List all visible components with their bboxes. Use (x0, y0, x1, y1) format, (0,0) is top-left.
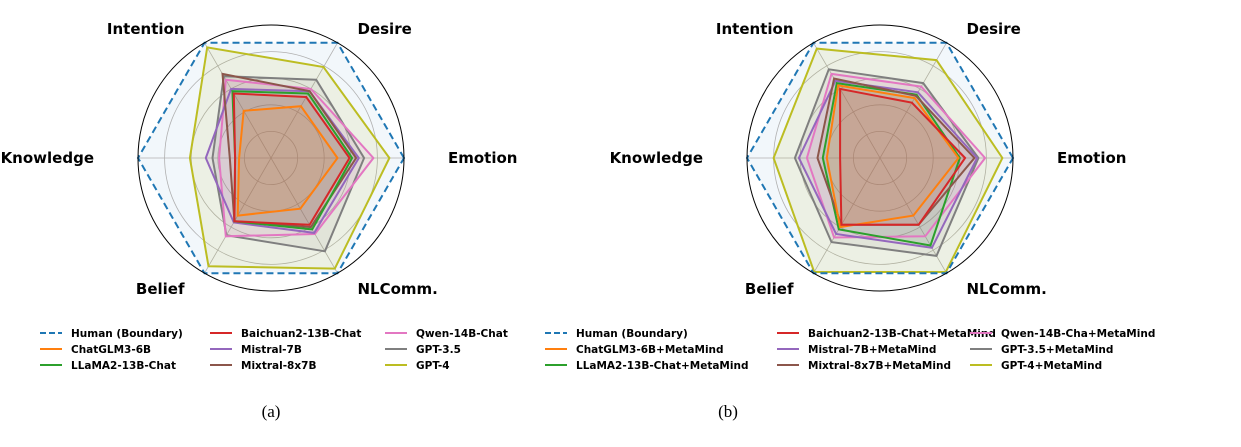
legend-label: Mixtral-8x7B (241, 360, 316, 372)
series-fill (806, 73, 986, 238)
legend-item: ChatGLM3-6B+MetaMind (545, 344, 724, 356)
axis-label-belief: Belief (745, 280, 794, 298)
series-fill (826, 85, 959, 228)
axis-spoke (270, 42, 338, 159)
series-line-gpt-4-metamind (772, 47, 1004, 273)
panel-caption: (a) (262, 402, 281, 421)
axis-label-desire: Desire (358, 20, 412, 38)
series-fill (237, 106, 338, 216)
series-line-qwen-14b-cha-metamind (805, 72, 987, 239)
axis-label-nlcomm: NLComm. (358, 280, 438, 298)
series-line-llama2-13b-chat-metamind (821, 81, 961, 247)
legend-label: GPT-3.5 (416, 344, 461, 356)
series-fill (773, 48, 1003, 272)
legend-b: Human (Boundary) ChatGLM3-6B+MetaMindLLaM… (545, 328, 1155, 372)
axis-spoke (813, 42, 881, 159)
axis-label-emotion: Emotion (1057, 149, 1126, 167)
legend-item: GPT-3.5+MetaMind (970, 344, 1113, 356)
axis-spoke (204, 42, 272, 159)
legend-label: Mixtral-8x7B+MetaMind (808, 360, 951, 372)
axis-label-knowledge: Knowledge (610, 149, 703, 167)
series-fill (822, 83, 960, 246)
axis-spoke (813, 157, 881, 274)
series-fill (205, 88, 359, 233)
series-line-gpt-4 (188, 46, 391, 270)
legend-label: GPT-4+MetaMind (1001, 360, 1102, 372)
legend-label: Human (Boundary) (576, 328, 688, 340)
legend-item: LLaMA2-13B-Chat+MetaMind (545, 360, 748, 372)
legend-label: GPT-4 (416, 360, 450, 372)
legend-item: Baichuan2-13B-Chat (210, 328, 361, 340)
series-line-chatglm3-6b (236, 105, 339, 217)
series-fill (189, 47, 390, 269)
legend-item: ChatGLM3-6B (40, 344, 151, 356)
legend-label: Qwen-14B-Cha+MetaMind (1001, 328, 1155, 340)
series-line-mistral-7b-metamind (797, 79, 979, 249)
series-line-baichuan2-13b-chat-metamind (839, 87, 967, 226)
axis-spoke (270, 157, 338, 274)
legend-label: LLaMA2-13B-Chat+MetaMind (576, 360, 748, 372)
axis-label-knowledge: Knowledge (1, 149, 94, 167)
legend-label: Baichuan2-13B-Chat (241, 328, 361, 340)
legend-item: Mistral-7B (210, 344, 302, 356)
series-line-baichuan2-13b-chat (232, 92, 351, 226)
legend-label: Qwen-14B-Chat (416, 328, 508, 340)
series-fill (233, 93, 350, 225)
legend-item: Human (Boundary) (545, 328, 688, 340)
axis-label-nlcomm: NLComm. (967, 280, 1047, 298)
series-line-mixtral-8x7b (221, 72, 358, 229)
legend-label: Mistral-7B (241, 344, 302, 356)
legend-item: Qwen-14B-Chat (385, 328, 508, 340)
legend-item: GPT-3.5 (385, 344, 461, 356)
axis-label-intention: Intention (107, 20, 185, 38)
series-fill (222, 73, 357, 228)
legend-label: Human (Boundary) (71, 328, 183, 340)
outer-circle (746, 24, 1014, 292)
legend-item: Mixtral-8x7B+MetaMind (777, 360, 951, 372)
axis-label-intention: Intention (716, 20, 794, 38)
legend-item: Qwen-14B-Cha+MetaMind (970, 328, 1155, 340)
legend-label: LLaMA2-13B-Chat (71, 360, 176, 372)
series-line-gpt-3-5-metamind (793, 68, 980, 257)
legend-label: GPT-3.5+MetaMind (1001, 344, 1113, 356)
legend-a: Human (Boundary) ChatGLM3-6B LLaMA2-13B-Ch… (40, 328, 508, 372)
legend-item: GPT-4 (385, 360, 450, 372)
series-line-gpt-3-5 (211, 75, 366, 253)
legend-item: Mixtral-8x7B (210, 360, 316, 372)
panel-caption: (b) (718, 402, 738, 421)
series-line-qwen-14b-chat (218, 78, 375, 238)
legend-item: Mistral-7B+MetaMind (777, 344, 936, 356)
legend-item: Human (Boundary) (40, 328, 183, 340)
legend-label: Mistral-7B+MetaMind (808, 344, 936, 356)
legend-label: ChatGLM3-6B (71, 344, 151, 356)
legend-label: Baichuan2-13B-Chat+MetaMind (808, 328, 996, 340)
legend-item: Baichuan2-13B-Chat+MetaMind (777, 328, 996, 340)
axis-label-desire: Desire (967, 20, 1021, 38)
series-fill (232, 91, 353, 230)
axis-label-emotion: Emotion (448, 149, 517, 167)
legend-item: GPT-4+MetaMind (970, 360, 1102, 372)
axis-spoke (879, 42, 947, 159)
legend-item: LLaMA2-13B-Chat (40, 360, 176, 372)
series-line-chatglm3-6b-metamind (825, 84, 960, 229)
outer-circle (137, 24, 405, 292)
legend-label: ChatGLM3-6B+MetaMind (576, 344, 724, 356)
axis-label-belief: Belief (136, 280, 185, 298)
